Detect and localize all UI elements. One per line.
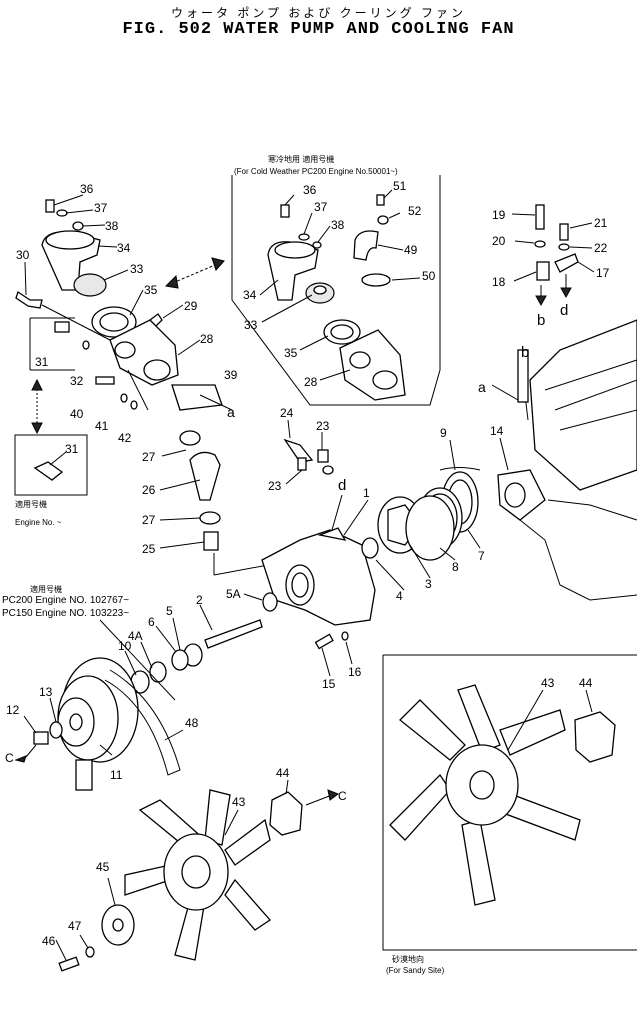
label-part-10: 10 [118,639,132,653]
label-part-13: 13 [39,685,53,699]
label-part-34-cold: 34 [243,288,257,302]
ref-a-left: a [227,404,235,420]
label-part-9: 9 [440,426,447,440]
ref-d-pump: d [338,477,346,494]
label-part-21: 21 [594,216,608,230]
serial-inset: 適用号機 Engine No. ~ [14,434,88,527]
label-part-38-cold: 38 [331,218,345,232]
label-part-42: 42 [118,431,132,445]
ref-d-bracket: d [560,302,568,319]
label-part-36-cold: 36 [303,183,317,197]
water-pump-body [99,439,481,701]
label-part-28-cold: 28 [304,375,318,389]
pc150-engine-no: PC150 Engine NO. 103223~ [2,608,129,619]
label-part-46: 46 [42,934,56,948]
label-part-35: 35 [144,283,158,297]
pc200-engine-no: PC200 Engine NO. 102767~ [2,595,129,606]
label-part-41: 41 [95,419,109,433]
label-part-27-upper: 27 [142,450,156,464]
thermostat-housing-group [15,194,233,411]
bracket-bolts [511,204,595,307]
label-part-4a: 4A [128,629,143,643]
label-part-35-cold: 35 [284,346,298,360]
label-part-44-sandy: 44 [579,676,593,690]
serial-box-jp: 適用号機 [15,499,47,509]
serial-box-caption: Engine No. ~ [15,518,62,527]
engine-nos-jp: 適用号機 [30,584,62,594]
ref-b-bracket: b [537,312,545,329]
label-part-40: 40 [70,407,84,421]
label-part-15: 15 [322,677,336,691]
label-part-33: 33 [130,262,144,276]
label-part-37: 37 [94,201,108,215]
label-part-38: 38 [105,219,119,233]
ref-a-right: a [478,379,486,395]
label-part-6: 6 [148,615,155,629]
label-part-3: 3 [425,577,432,591]
label-part-28: 28 [200,332,214,346]
hose-group [159,419,334,576]
sandy-box-caption: (For Sandy Site) [386,966,445,975]
label-part-29: 29 [184,299,198,313]
label-part-33-cold: 33 [244,318,258,332]
sandy-box-jp: 砂漠地向 [392,954,424,964]
label-part-24: 24 [280,406,294,420]
label-part-32: 32 [70,374,84,388]
label-part-39: 39 [224,368,238,382]
label-part-19: 19 [492,208,506,222]
label-part-30: 30 [16,248,30,262]
label-part-27-lower: 27 [142,513,156,527]
label-part-20: 20 [492,234,506,248]
label-part-45: 45 [96,860,110,874]
label-part-17: 17 [596,266,610,280]
engine-block [491,319,637,601]
label-part-50: 50 [422,269,436,283]
label-part-48: 48 [185,716,199,730]
label-part-36: 36 [80,182,94,196]
cold-box-caption: (For Cold Weather PC200 Engine No.50001~… [234,167,398,176]
label-part-37-cold: 37 [314,200,328,214]
link-arrow [164,257,225,289]
label-part-23-upper: 23 [316,419,330,433]
pulley-belt [14,657,184,791]
cold-box-jp: 寒冷地用 適用号機 [268,154,334,164]
label-part-44: 44 [276,766,290,780]
label-part-26: 26 [142,483,156,497]
figure-title: FIG. 502 WATER PUMP AND COOLING FAN [122,20,515,39]
label-part-47: 47 [68,919,82,933]
ref-c-right: C [338,789,347,803]
label-part-16: 16 [348,665,362,679]
label-part-1: 1 [363,486,370,500]
cooling-fan [55,779,340,972]
title-japanese: ウォータ ポンプ および クーリング ファン [171,6,466,20]
label-part-34: 34 [117,241,131,255]
label-part-43-sandy: 43 [541,676,555,690]
label-part-8: 8 [452,560,459,574]
label-part-5: 5 [166,604,173,618]
label-part-25: 25 [142,542,156,556]
label-part-18: 18 [492,275,506,289]
label-part-7: 7 [478,549,485,563]
label-part-22: 22 [594,241,608,255]
ref-c-left: C [5,751,14,765]
label-part-31: 31 [35,355,49,369]
label-part-52: 52 [408,204,422,218]
label-part-23-lower: 23 [268,479,282,493]
ref-b-engine: b [521,344,529,361]
label-part-49: 49 [404,243,418,257]
cold-weather-inset: 寒冷地用 適用号機 (For Cold Weather PC200 Engine… [231,154,441,406]
label-part-4: 4 [396,589,403,603]
label-part-2: 2 [196,593,203,607]
label-part-12: 12 [6,703,20,717]
label-part-5a: 5A [226,587,241,601]
label-part-31-inset: 31 [65,442,79,456]
label-part-14: 14 [490,424,504,438]
label-part-11: 11 [110,768,123,782]
label-part-43: 43 [232,795,246,809]
label-part-51: 51 [393,179,407,193]
serial-arrow [31,378,43,435]
sandy-site-inset: 砂漠地向 (For Sandy Site) [382,654,637,975]
